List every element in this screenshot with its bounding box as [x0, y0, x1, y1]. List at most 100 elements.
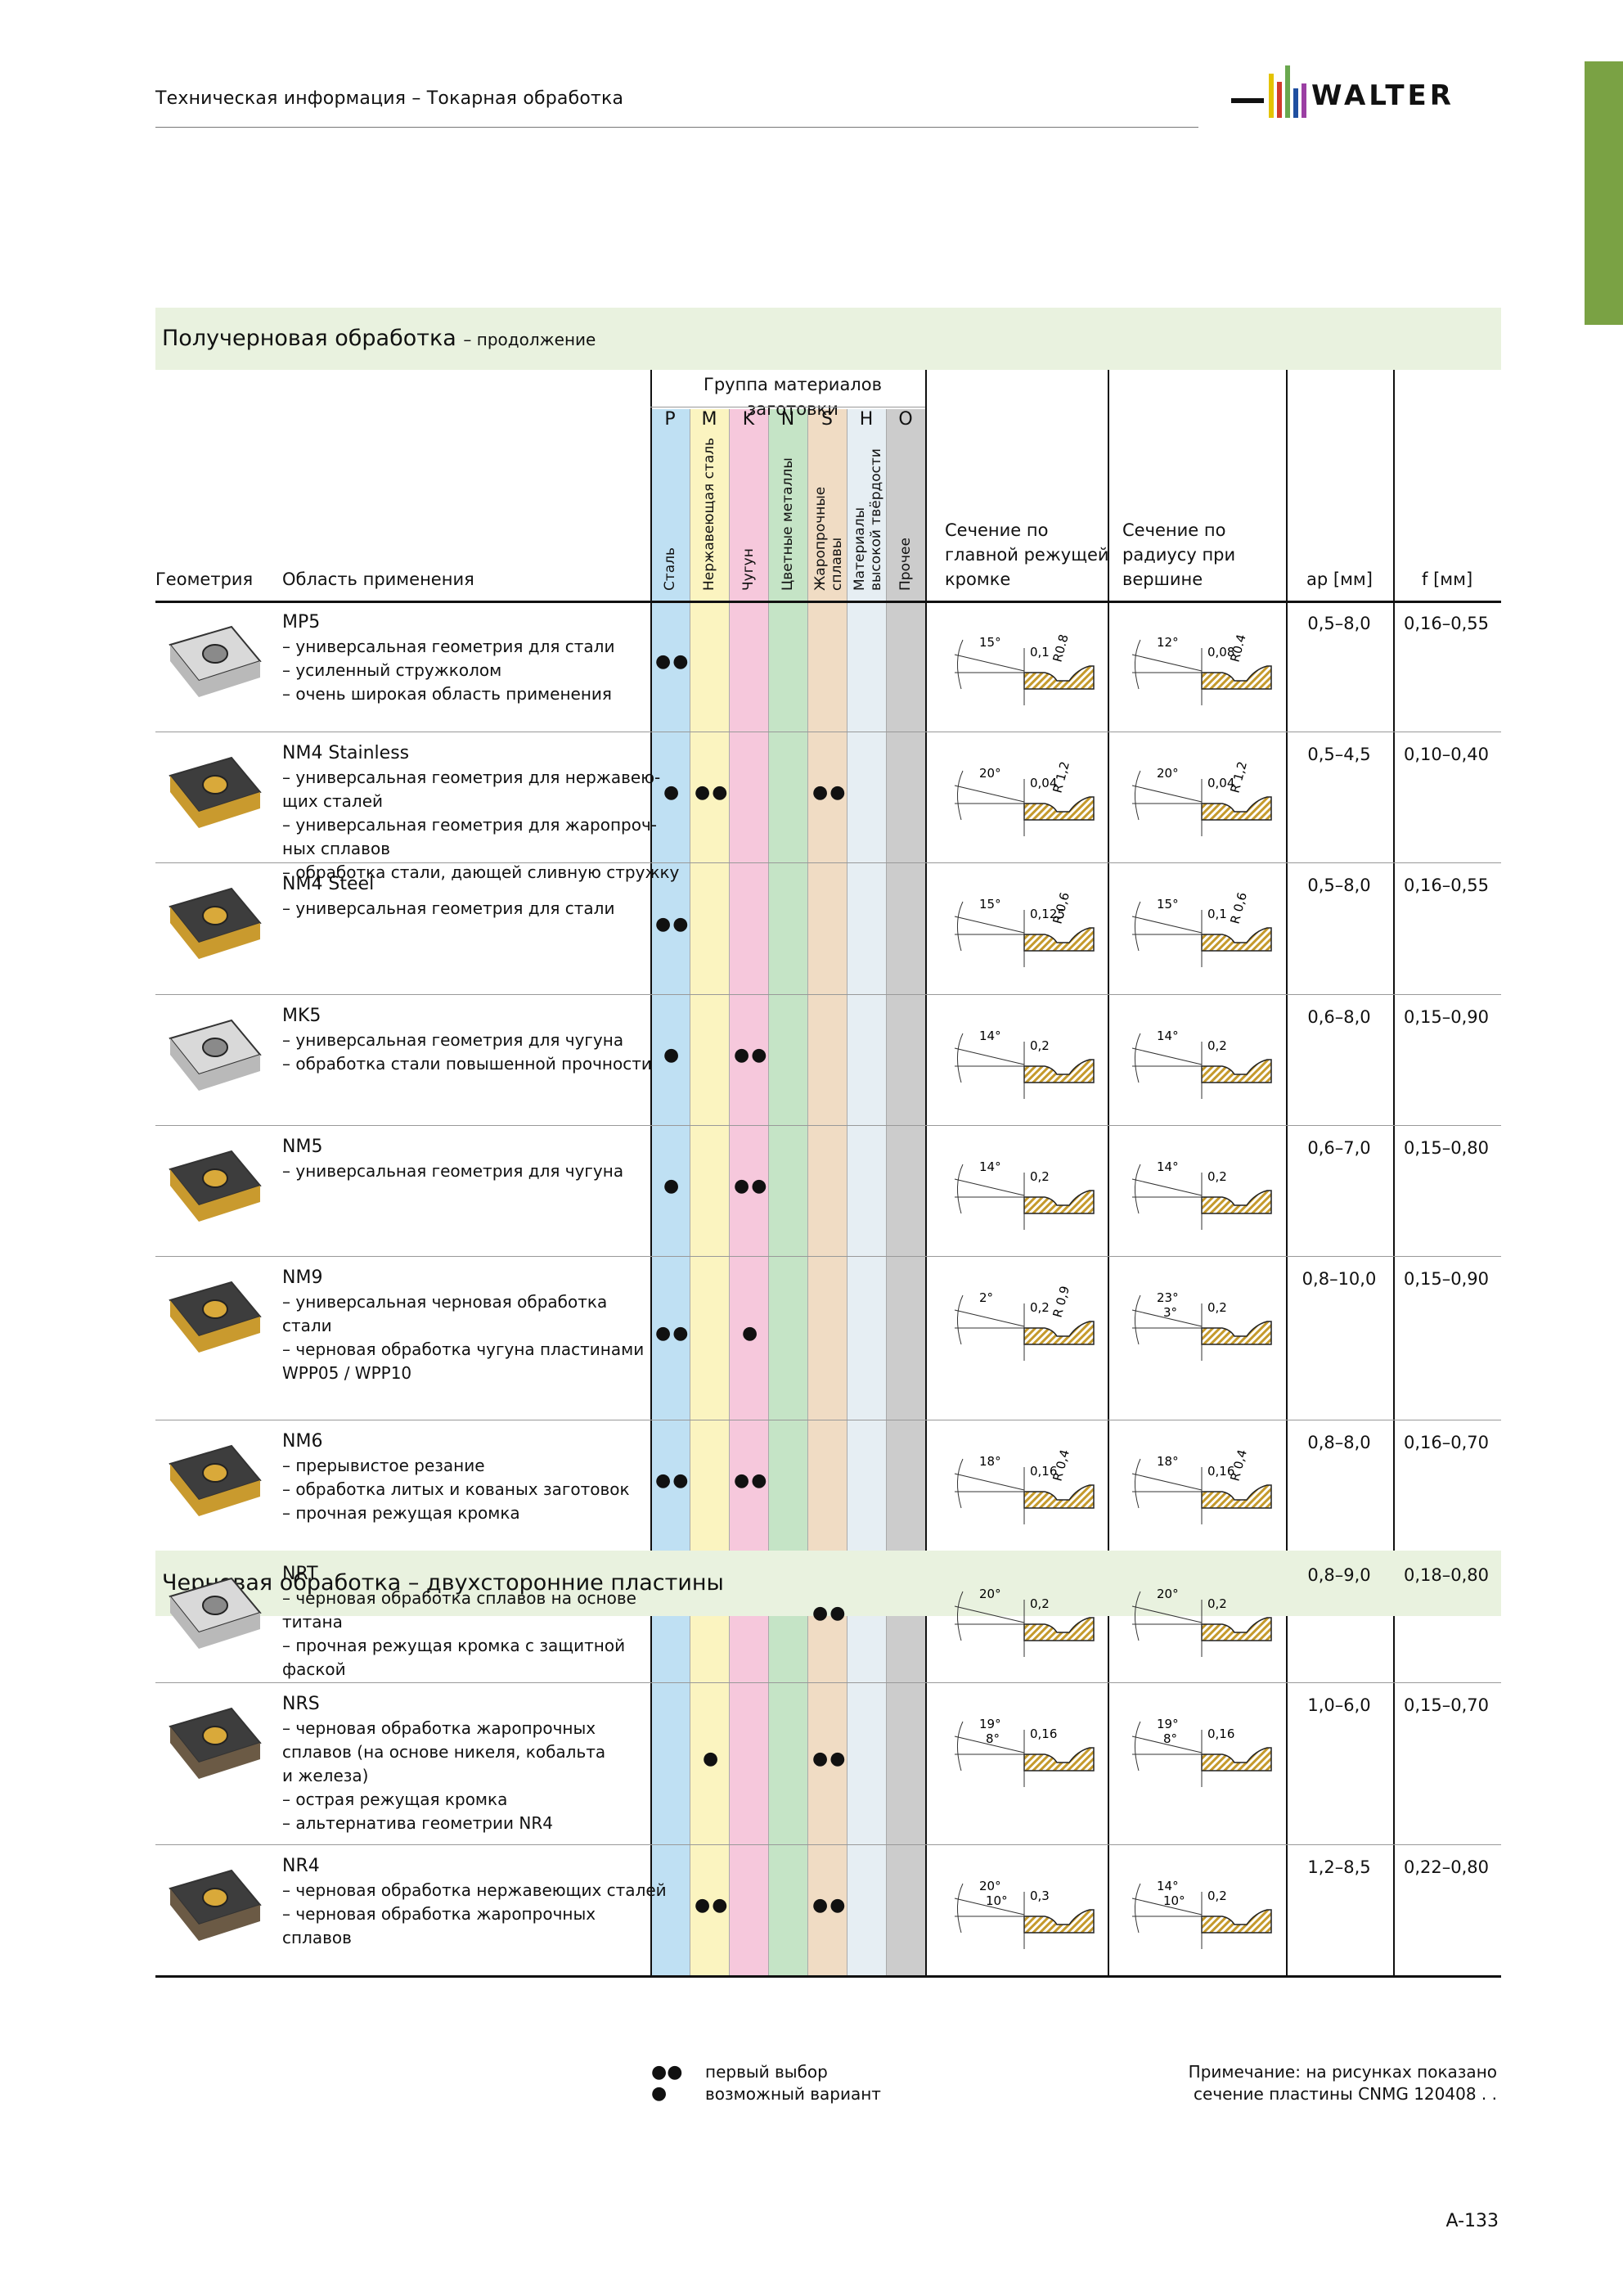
- angle-arc: [1135, 901, 1141, 952]
- application-line: – черновая обработка сплавов на основе: [282, 1588, 636, 1608]
- group-column-S: [807, 409, 847, 1551]
- header-radius: Сечение по: [1122, 520, 1226, 540]
- section-body: [1201, 1747, 1272, 1772]
- rake-line: [954, 1047, 1025, 1065]
- group-column-N: [768, 409, 807, 1551]
- table-vline: [1108, 370, 1109, 1551]
- geometry-name: NM4 Stainless: [282, 743, 410, 763]
- application-line: и железа): [282, 1766, 369, 1785]
- section-body: [1023, 1747, 1095, 1772]
- ap-value: 0,6–8,0: [1307, 1007, 1371, 1027]
- angle-arc: [1135, 1033, 1141, 1083]
- application-line: – черновая обработка чугуна пластинами: [282, 1339, 645, 1359]
- ap-value: 0,6–7,0: [1307, 1138, 1371, 1158]
- angle-label: 18°: [979, 1454, 1001, 1469]
- dim-label: 0,16: [1207, 1464, 1234, 1479]
- corner-radius-section-diagram: 14°10°0,2: [1116, 1859, 1279, 1969]
- corner-radius-section-diagram: 20°0,2: [1116, 1567, 1279, 1677]
- material-mark-P: ●: [663, 782, 681, 803]
- table-vline: [1286, 1616, 1288, 1975]
- angle2-label: 3°: [1163, 1305, 1177, 1320]
- application-line: – острая режущая кромка: [282, 1790, 508, 1809]
- f-value: 0,15–0,90: [1403, 1269, 1489, 1289]
- rake-line: [1131, 1473, 1203, 1491]
- table-vline: [650, 370, 652, 1551]
- angle-arc: [957, 1721, 964, 1772]
- geometry-name: NM6: [282, 1431, 323, 1452]
- dim-label: 0,2: [1030, 1596, 1050, 1611]
- group-name-H: Материалы высокой твёрдости: [852, 448, 884, 591]
- corner-radius-section-diagram: 14°0,2: [1116, 1009, 1279, 1119]
- geometry-name: MP5: [282, 612, 321, 633]
- angle-label: 12°: [1157, 635, 1179, 650]
- group-separator: [807, 409, 808, 1551]
- angle-arc: [1135, 1883, 1141, 1934]
- table-vline: [1393, 370, 1395, 1551]
- main-edge-section-diagram: 14°0,2: [938, 1009, 1102, 1119]
- group-separator: [729, 1616, 730, 1975]
- group-separator: [768, 409, 769, 1551]
- group-letter-O: O: [898, 409, 913, 430]
- group-column-O-lower: [886, 1616, 925, 1975]
- dim-label: 0,2: [1030, 1169, 1050, 1184]
- insert-image-mk5: [154, 1006, 268, 1107]
- section-body: [1201, 796, 1272, 821]
- radius-label: R 1,2: [1050, 760, 1072, 795]
- material-mark-S: ●●: [812, 782, 847, 803]
- application-line: – прочная режущая кромка: [282, 1503, 520, 1523]
- rake-line: [1131, 1047, 1203, 1065]
- rake-line: [1131, 1178, 1203, 1196]
- dim-label: 0,1: [1207, 907, 1227, 921]
- application-line: ных сплавов: [282, 839, 390, 858]
- group-separator: [807, 1616, 808, 1975]
- insert-image-nm6: [154, 1431, 268, 1533]
- section-band-roughing: Черновая обработка – двухсторонние пласт…: [155, 1551, 1501, 1616]
- corner-radius-section-diagram: 19°8°0,16: [1116, 1697, 1279, 1807]
- application-line: – черновая обработка жаропрочных: [282, 1904, 596, 1924]
- application-line: щих сталей: [282, 791, 384, 811]
- header-main-edge: Сечение по: [945, 520, 1049, 540]
- radius-label: R 0,4: [1050, 1448, 1072, 1483]
- dim-label: 0,08: [1207, 645, 1234, 660]
- header-divider: [155, 127, 1198, 128]
- corner-radius-section-diagram: 14°0,2: [1116, 1140, 1279, 1249]
- angle-label: 14°: [1157, 1029, 1179, 1043]
- page-number: A-133: [1445, 2211, 1499, 2231]
- dim-label: 0,2: [1207, 1169, 1227, 1184]
- header-main-edge: главной режущей: [945, 545, 1109, 565]
- angle2-label: 8°: [986, 1731, 1000, 1746]
- group-separator: [729, 409, 730, 1551]
- rake-line: [1131, 1736, 1203, 1754]
- group-name-P: Сталь: [662, 547, 678, 591]
- main-edge-section-diagram: 20°0,2: [938, 1567, 1102, 1677]
- angle-label: 14°: [1157, 1879, 1179, 1893]
- main-edge-section-diagram: 20°10°0,3: [938, 1859, 1102, 1969]
- row-divider: [155, 1975, 1501, 1978]
- angle-arc: [957, 1294, 964, 1345]
- group-name-O: Прочее: [897, 538, 914, 591]
- material-mark-S: ●●: [812, 1749, 847, 1769]
- ap-value: 0,8–9,0: [1307, 1565, 1371, 1585]
- angle-arc: [1135, 1591, 1141, 1641]
- group-column-H-lower: [847, 1616, 886, 1975]
- material-mark-M: ●: [703, 1749, 721, 1769]
- ap-value: 0,8–8,0: [1307, 1433, 1371, 1452]
- rake-line: [954, 1473, 1025, 1491]
- row-divider: [155, 1256, 1501, 1257]
- f-value: 0,16–0,70: [1403, 1433, 1489, 1452]
- section-title-main: Получерновая обработка: [162, 326, 456, 351]
- table-vline: [1286, 370, 1288, 1551]
- application-line: – универсальная геометрия для стали: [282, 898, 615, 918]
- dim-label: 0,16: [1030, 1464, 1057, 1479]
- insert-image-nrt: [154, 1564, 268, 1665]
- legend-double-dot: ●●: [651, 2062, 683, 2082]
- angle-label: 20°: [1157, 1587, 1179, 1601]
- application-line: – альтернатива геометрии NR4: [282, 1813, 553, 1833]
- ap-value: 0,5–4,5: [1307, 745, 1371, 764]
- application-line: – усиленный стружколом: [282, 660, 502, 680]
- group-column-N-lower: [768, 1616, 807, 1975]
- angle-arc: [957, 639, 964, 690]
- application-line: – универсальная геометрия для жаропроч-: [282, 815, 658, 835]
